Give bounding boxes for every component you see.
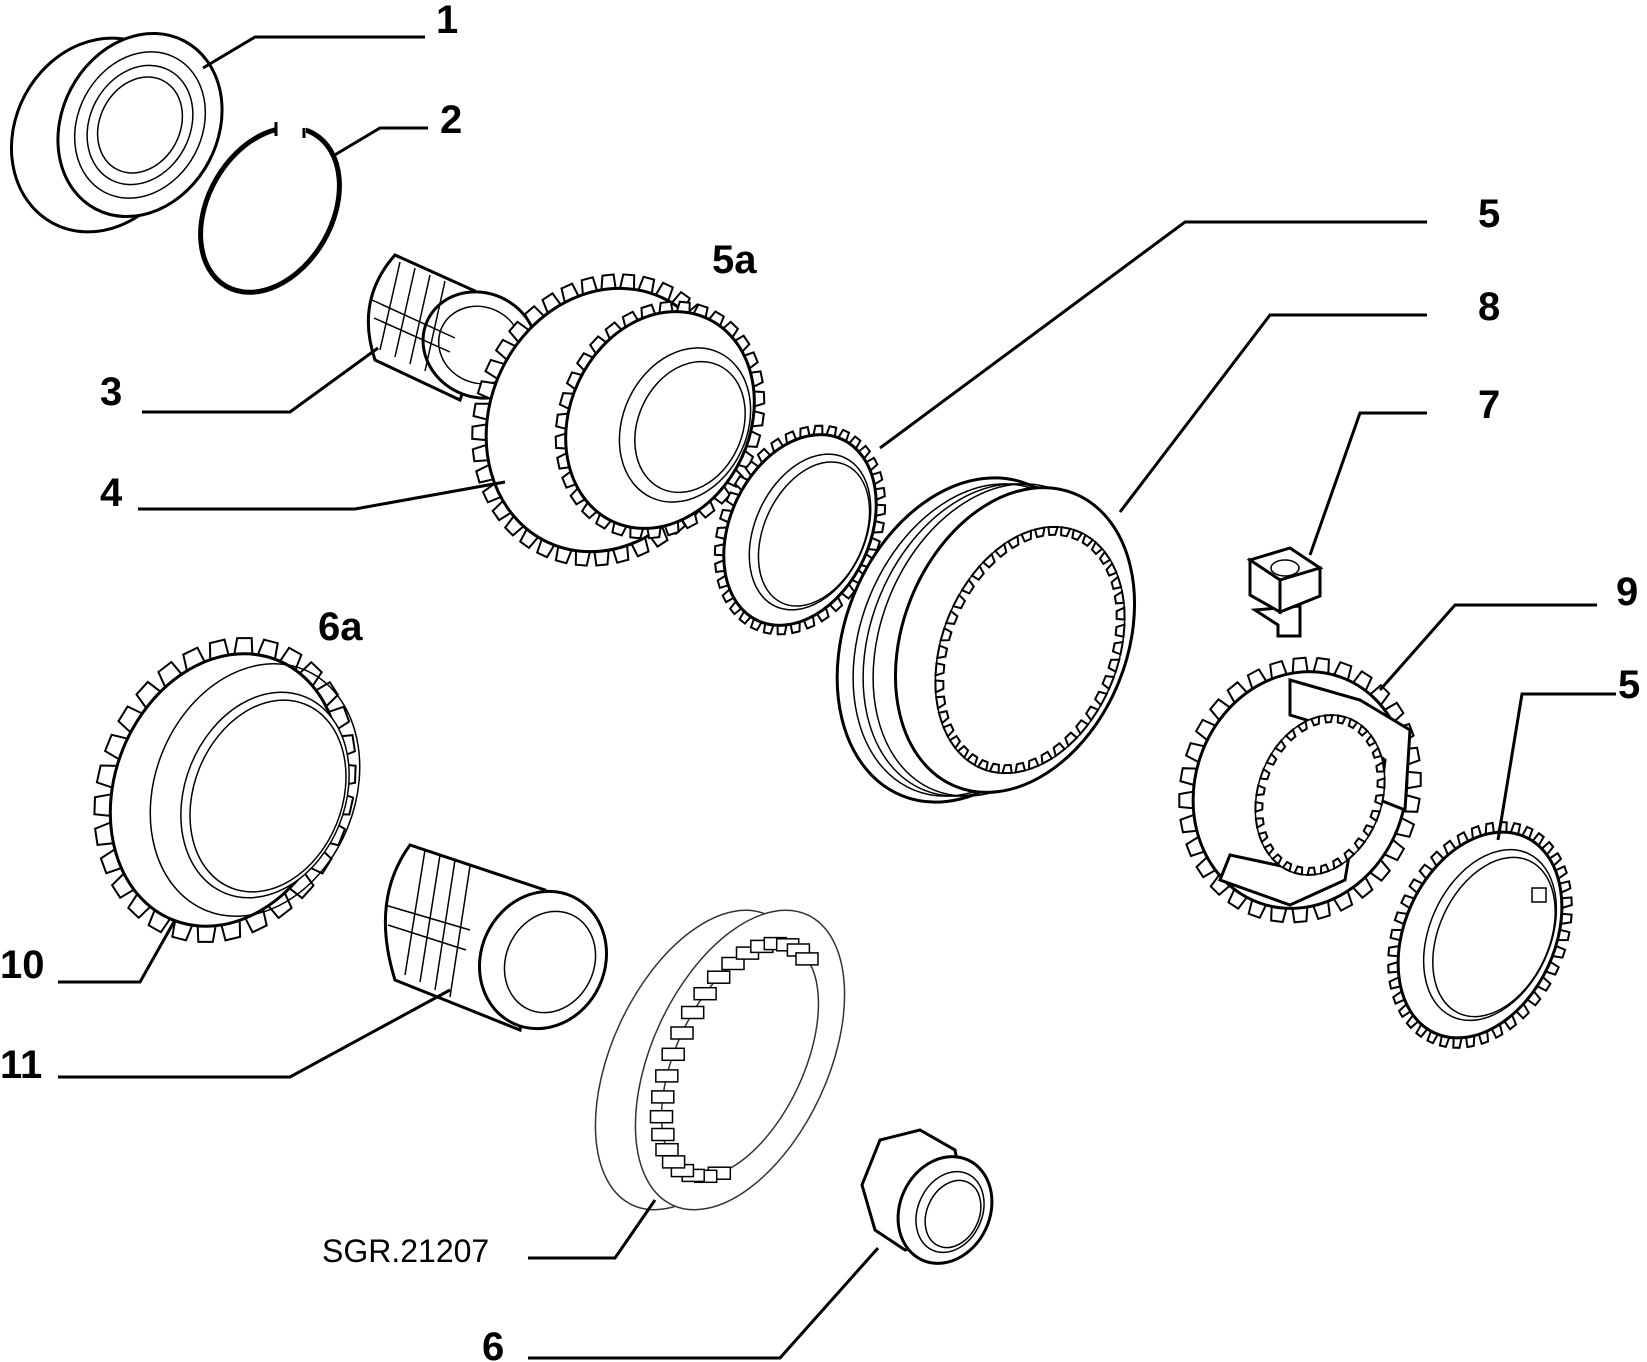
callout-5-right: 5 xyxy=(1618,663,1640,707)
leader-10 xyxy=(58,919,177,984)
callout-7: 7 xyxy=(1478,383,1500,427)
leader-4 xyxy=(138,480,506,511)
callout-9: 9 xyxy=(1616,570,1638,614)
leader-3 xyxy=(142,346,379,414)
leader-1 xyxy=(202,35,425,70)
ball-bearing-icon xyxy=(9,31,224,234)
callout-3: 3 xyxy=(100,370,122,414)
leader-6 xyxy=(528,1247,880,1360)
leader-2 xyxy=(332,126,428,158)
callout-6a: 6a xyxy=(318,605,363,649)
snap-ring-icon xyxy=(198,120,342,295)
leader-8 xyxy=(1118,313,1427,513)
gear-icon xyxy=(471,273,766,567)
roller-bearing-icon xyxy=(594,909,846,1211)
synchronizer-ring-icon xyxy=(713,424,887,636)
callout-5-top: 5 xyxy=(1478,192,1500,236)
callout-11: 11 xyxy=(0,1043,42,1087)
leader-11 xyxy=(58,988,451,1079)
callout-1: 1 xyxy=(436,0,458,42)
callout-8: 8 xyxy=(1478,285,1500,329)
synchronizer-ring-icon xyxy=(1387,821,1573,1049)
sliding-sleeve-icon xyxy=(835,476,1137,804)
leader-7 xyxy=(1308,411,1427,556)
synchronizer-hub-icon xyxy=(1178,656,1422,924)
callout-10: 10 xyxy=(0,943,45,987)
nut-icon xyxy=(860,1128,994,1265)
leader-sgr xyxy=(528,1199,657,1260)
callout-5a: 5a xyxy=(712,238,757,282)
gear-icon xyxy=(93,637,361,943)
leader-9 xyxy=(1378,603,1597,691)
needle-bearing-icon xyxy=(383,843,609,1033)
callout-2: 2 xyxy=(440,98,462,142)
callout-4: 4 xyxy=(100,471,123,515)
callout-6: 6 xyxy=(482,1325,504,1362)
leader-5-right xyxy=(1496,692,1616,841)
leader-lines xyxy=(58,35,1616,1360)
diagram-code: SGR.21207 xyxy=(322,1233,489,1269)
detent-block-icon xyxy=(1246,546,1324,638)
leader-5-top xyxy=(879,220,1427,450)
